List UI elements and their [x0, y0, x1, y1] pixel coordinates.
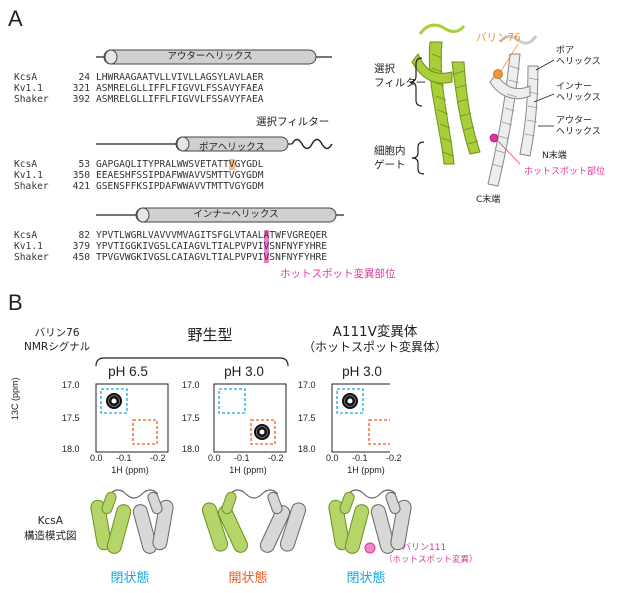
model-open-wt: [201, 489, 307, 553]
valine111-label: バリン111: [402, 543, 447, 553]
x-axis-label-2: 1H (ppm): [229, 465, 267, 475]
x-axis-label-3: 1H (ppm): [347, 465, 385, 475]
kcsa-structure-ribbon: [409, 23, 555, 187]
state-1: 閉状態: [110, 571, 150, 586]
model-closed-wt: [90, 489, 174, 554]
block3-names: KcsA Kv1.1 Shaker: [14, 230, 49, 263]
y-tick-5: 17.5: [182, 413, 200, 423]
inner-helix-diagram: [96, 207, 344, 223]
hotspot-highlight-kv: V: [263, 241, 270, 252]
mutant-label: A111V変異体: [332, 324, 418, 340]
x-tick-7: 0.0: [326, 453, 339, 463]
outer-helix-diagram: [96, 49, 332, 65]
hotspot-highlight-shaker: V: [263, 252, 270, 263]
x-tick-6: -0.2: [268, 453, 284, 463]
block1-names: KcsA Kv1.1 Shaker: [14, 72, 49, 105]
x-tick-4: 0.0: [208, 453, 221, 463]
panel-b-label: B: [8, 290, 23, 315]
state-2: 開状態: [228, 571, 268, 586]
hotspot-highlight-kcsa: A: [263, 230, 270, 241]
condition-3: pH 3.0: [342, 364, 382, 379]
spectrum-3: [331, 383, 390, 453]
pore-helix-label: ポアヘリックス: [198, 142, 266, 153]
block3-seqs: YPVTLWGRLVAVVVMVAGITSFGLVTAALATWFVGREQER…: [96, 230, 328, 263]
condition-2: pH 3.0: [224, 364, 264, 379]
y-tick-9: 18.0: [298, 444, 316, 454]
valine76-highlight: V: [228, 159, 235, 170]
spectrum-2: [213, 383, 287, 453]
block2-names: KcsA Kv1.1 Shaker: [14, 159, 49, 192]
outer-helix-struct-label: アウター ヘリックス: [556, 116, 601, 137]
block3-nums: 82 379 450: [72, 230, 90, 263]
nmr-signal-label: バリン76 NMRシグナル: [24, 327, 91, 353]
wild-type-bracket: [95, 357, 289, 367]
model-closed-mutant: [328, 489, 412, 554]
y-tick-4: 17.0: [182, 380, 200, 390]
block2-seqs: GAPGAQLITYPRALWWSVETATTVGYGDL EEAESHFSSI…: [96, 159, 264, 192]
y-tick-7: 17.0: [298, 380, 316, 390]
c-terminus-label: C末端: [476, 195, 501, 205]
nmr-spectra: [95, 383, 390, 453]
spectrum-1: [95, 383, 169, 453]
x-tick-9: -0.2: [386, 453, 402, 463]
valine76-label: バリン76: [476, 32, 521, 44]
y-tick-3: 18.0: [62, 444, 80, 454]
x-tick-1: 0.0: [90, 453, 103, 463]
x-tick-8: -0.1: [352, 453, 368, 463]
y-tick-8: 17.5: [298, 413, 316, 423]
state-3: 閉状態: [346, 571, 386, 586]
valine111-sub-label: （ホットスポット変異）: [384, 555, 478, 565]
selectivity-filter-label: 選択フィルター: [256, 116, 330, 128]
inner-helix-struct-label: インナー ヘリックス: [556, 82, 601, 103]
y-axis-label: 13C (ppm): [10, 377, 20, 420]
block2-nums: 53 350 421: [72, 159, 90, 192]
pore-helix-struct-label: ポア ヘリックス: [556, 46, 601, 67]
wild-type-label: 野生型: [187, 326, 233, 344]
y-tick-6: 18.0: [182, 444, 200, 454]
n-terminus-label: N末端: [542, 151, 567, 161]
outer-helix-label: アウターヘリックス: [167, 51, 253, 62]
intracellular-gate-label: 細胞内 ゲート: [374, 145, 406, 171]
condition-1: pH 6.5: [108, 364, 148, 379]
hotspot-variant-label: ホットスポット変異部位: [280, 268, 396, 280]
pore-helix-diagram: [96, 136, 333, 152]
kcsa-models: [90, 489, 412, 554]
block1-seqs: LHWRAAGAATVLLVIVLLAGSYLAVLAER ASMRELGLLI…: [96, 72, 264, 105]
x-tick-3: -0.2: [150, 453, 166, 463]
panel-a-label: A: [8, 6, 23, 31]
mutant-sub-label: （ホットスポット変異体）: [302, 340, 447, 354]
x-tick-2: -0.1: [116, 453, 132, 463]
x-axis-label-1: 1H (ppm): [111, 465, 149, 475]
x-tick-5: -0.1: [234, 453, 250, 463]
y-tick-1: 17.0: [62, 380, 80, 390]
model-label: KcsA 構造模式図: [24, 515, 77, 542]
inner-helix-label: インナーヘリックス: [193, 209, 279, 220]
y-tick-2: 17.5: [62, 413, 80, 423]
hotspot-site-label: ホットスポット部位: [524, 167, 606, 177]
block1-nums: 24 321 392: [72, 72, 90, 105]
selectivity-filter-struct-label: 選択 フィルター: [374, 63, 427, 89]
